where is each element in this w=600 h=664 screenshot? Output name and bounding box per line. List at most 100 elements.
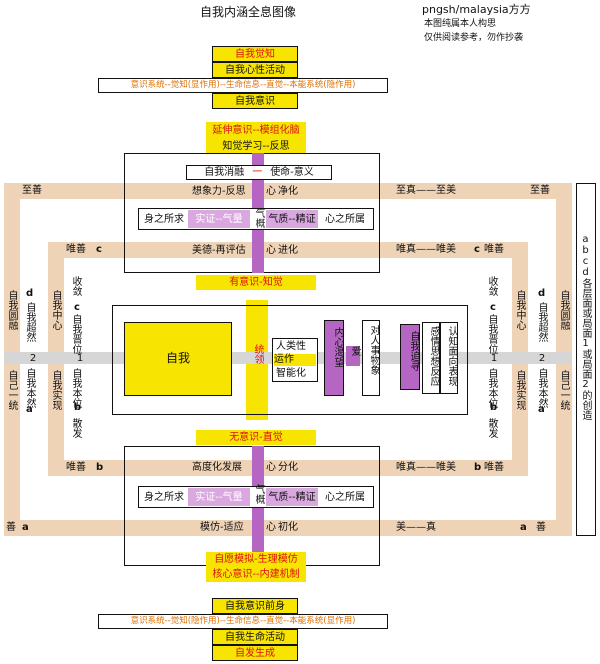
self-promote-left: 自我晋位: [70, 314, 81, 354]
aesthetic-reassess: 美德-再评估: [192, 245, 246, 256]
scatter-right: 散发: [486, 418, 497, 438]
phase-1-left: 1: [76, 352, 84, 364]
mission-meaning: 使命-意义: [270, 167, 314, 178]
core-consciousness: 核心意识--内建机制: [206, 567, 306, 582]
level-c-right: c: [474, 244, 480, 255]
self-core: 自我: [124, 322, 232, 396]
zhizhen-label: 至真——至美: [396, 185, 456, 196]
pre-consciousness: 自我意识前身: [212, 598, 298, 614]
body-seek-upper: 身之所求: [144, 213, 184, 225]
weishan-label-left: 唯善: [66, 244, 86, 255]
self-dissolve: 自我消融: [204, 167, 245, 178]
high-development: 高度化发展: [192, 462, 242, 473]
self-beyond-left: 自我超然: [24, 302, 35, 342]
self-center-right: 自我中心: [514, 290, 525, 330]
credit-author: pngsh/malaysia方方: [422, 3, 531, 16]
central-frame: [112, 305, 468, 415]
weizhen-label: 唯真——唯美: [396, 244, 456, 255]
weishan-lower-left: 唯善: [66, 462, 86, 473]
consciousness-system-top: 意识系统--觉知(显作用)--生命信息--直觉--本能系统(隐作用): [98, 78, 388, 93]
purify: 净化: [278, 186, 298, 197]
self-unified-right: 自己一统: [558, 370, 569, 410]
band-zhishan: [4, 183, 572, 199]
level-b-left-inner: b: [74, 402, 82, 413]
dash: 一: [252, 167, 263, 178]
voluntary-simulation: 自愿模拟-生理模仿: [206, 552, 306, 567]
credit-note: 本图纯属本人构思: [424, 19, 497, 29]
collect-left: 收敛: [70, 276, 81, 296]
level-b-right: b: [474, 462, 482, 473]
zhishan-label-right: 至善: [530, 185, 550, 196]
level-a-left: a: [22, 522, 29, 533]
self-fusion-left: 自我圆融: [6, 290, 17, 330]
self-position-right: 自我本位: [486, 368, 497, 408]
level-c-left-inner: c: [74, 302, 80, 313]
self-position-left: 自我本位: [70, 368, 81, 408]
imagination: 想象力-反思: [192, 186, 246, 197]
xin-lower-1: 心: [266, 462, 276, 473]
xin-lower-2: 心: [266, 522, 276, 533]
level-a-right: a: [520, 522, 527, 533]
self-realize-left: 自我实现: [50, 370, 61, 410]
initialize: 初化: [278, 522, 298, 533]
level-d-right-outer: d: [538, 288, 546, 299]
differentiate: 分化: [278, 462, 298, 473]
shan-label-left: 善: [6, 522, 16, 533]
qi-char-lower: 气概: [253, 484, 264, 504]
inner-desire: 内心渴望: [324, 320, 344, 396]
lead: 统领: [252, 344, 263, 364]
weishan-lower-right: 唯善: [484, 462, 504, 473]
level-a-left-outer: a: [26, 404, 33, 415]
collect-right: 收敛: [486, 276, 497, 296]
self-realize-right: 自我实现: [514, 370, 525, 410]
xin-upper-2: 心: [266, 245, 276, 256]
heart-belong-lower: 心之所属: [325, 491, 365, 503]
feeling-thought: 感情思想反应: [422, 322, 440, 394]
self-promote-right: 自我晋位: [486, 314, 497, 354]
level-b-left: b: [96, 462, 104, 473]
level-b-right-inner: b: [490, 402, 498, 413]
scatter-left: 散发: [70, 418, 81, 438]
band-weishan-lower: [48, 460, 528, 476]
dissolve-row: 自我消融 一 使命-意义: [186, 165, 332, 180]
imitate-adapt: 模仿-适应: [200, 522, 244, 533]
level-c-left: c: [96, 244, 102, 255]
heart-belong-upper: 心之所属: [325, 213, 365, 225]
credit-warning: 仅供阅读参考，勿作抄袭: [424, 33, 524, 43]
creation-text: abcd各层面或局面1或局面2的创造: [580, 234, 591, 420]
self-nature-left: 自我本然: [24, 368, 35, 408]
meizhen-label: 美——真: [396, 522, 436, 533]
operate: 运作: [274, 354, 316, 366]
self-pursuit: 自我追寻: [400, 324, 420, 390]
evolve: 进化: [278, 245, 298, 256]
phase-2-right: 2: [538, 352, 546, 364]
band-weishan: [48, 242, 528, 258]
spontaneous-generation: 自发生成: [212, 645, 298, 661]
realize-qi-lower: 实证--气量: [188, 488, 250, 506]
diagram-title: 自我内涵全息图像: [200, 5, 297, 19]
level-d-left-outer: d: [26, 288, 34, 299]
qi-char-upper: 气概: [253, 208, 264, 228]
level-a-right-outer: a: [538, 404, 545, 415]
self-beyond-right: 自我超然: [536, 302, 547, 342]
self-life-activity: 自我生命活动: [212, 629, 298, 645]
xin-upper-1: 心: [266, 186, 276, 197]
self-nature-right: 自我本然: [536, 368, 547, 408]
weimei-label: 唯真——唯美: [396, 462, 456, 473]
perceptual-learning: 知觉学习--反思: [206, 139, 306, 153]
phase-2-left: 2: [29, 352, 37, 364]
right-creation-column: abcd各层面或局面1或局面2的创造: [576, 183, 596, 536]
human-nature: 人类性: [276, 341, 306, 352]
self-unified-left: 自己一统: [6, 370, 17, 410]
body-seek-lower: 身之所求: [144, 491, 184, 503]
intelligence: 智能化: [276, 368, 306, 379]
qi-zhi-upper: 气质--精证: [266, 210, 318, 228]
consciousness-system-bottom: 意识系统--觉知(隐作用)--生命信息--直觉--本能系统(显作用): [98, 614, 388, 629]
band-shan: [4, 520, 572, 536]
extended-consciousness: 延伸意识--模组化脑: [206, 122, 306, 139]
level-c-right-inner: c: [490, 302, 496, 313]
self-fusion-right: 自我圆融: [558, 290, 569, 330]
unconscious-intuition: 无意识-直觉: [196, 430, 316, 445]
phase-1-right: 1: [490, 352, 498, 364]
self-center-left: 自我中心: [50, 290, 61, 330]
